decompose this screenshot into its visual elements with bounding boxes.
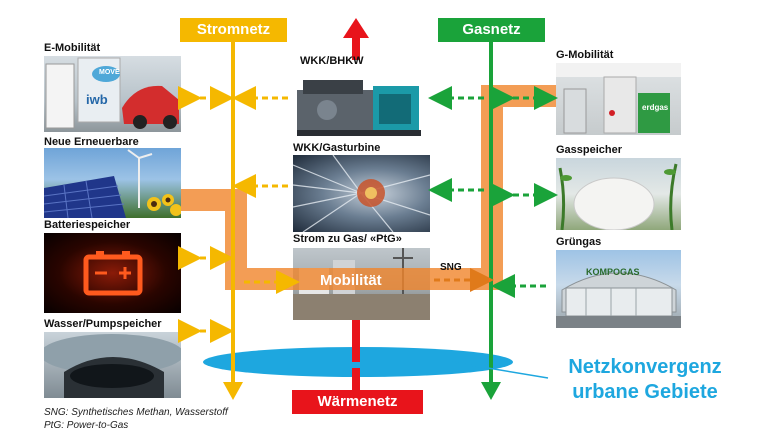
- renewables-photo: [44, 148, 181, 218]
- gas-turbine-photo: [293, 155, 430, 232]
- label-power-to-gas: Strom zu Gas/ «PtG»: [293, 233, 402, 245]
- mobility-label: Mobilität: [320, 272, 382, 289]
- convergence-title: Netzkonvergenz urbane Gebiete: [545, 355, 745, 405]
- erdgas-sign-text: erdgas: [642, 103, 669, 112]
- renewables-illustration: [44, 149, 181, 218]
- battery-photo: [44, 233, 181, 313]
- convergence-connector: [451, 361, 549, 379]
- gas-turbine-illustration: [293, 155, 430, 232]
- footnote-sng: SNG: Synthetisches Methan, Wasserstoff: [44, 407, 228, 418]
- label-new-renewables: Neue Erneuerbare: [44, 136, 139, 148]
- mobility-band: [181, 85, 556, 290]
- gas-storage-illustration: [558, 163, 678, 230]
- battery-icon: [83, 251, 143, 296]
- center-gas-arrows: [428, 86, 484, 202]
- label-battery-storage: Batteriespeicher: [44, 219, 131, 231]
- e-mobility-photo: iwb MOVE: [44, 56, 181, 132]
- g-mobility-photo: erdgas: [556, 63, 681, 135]
- sng-label: SNG: [440, 262, 462, 273]
- footnote-ptg: PtG: Power-to-Gas: [44, 420, 129, 431]
- pump-storage-photo: [44, 332, 181, 398]
- label-g-mobility: G-Mobilität: [556, 49, 614, 61]
- chp-engine-photo: [293, 60, 430, 138]
- waermenetz-header: Wärmenetz: [292, 390, 423, 414]
- gasnetz-header: Gasnetz: [438, 18, 545, 42]
- green-gas-plant-illustration: [556, 272, 681, 328]
- center-electricity-arrows: [232, 86, 300, 294]
- pump-storage-illustration: [44, 334, 181, 398]
- stromnetz-header: Stromnetz: [180, 18, 287, 42]
- convergence-line-1: Netzkonvergenz: [568, 356, 722, 378]
- left-electricity-arrows: [178, 86, 234, 343]
- heat-network-line: [343, 18, 369, 390]
- move-logo-text: MOVE: [99, 69, 120, 76]
- label-gas-storage: Gasspeicher: [556, 144, 623, 156]
- label-e-mobility: E-Mobilität: [44, 42, 101, 54]
- gas-storage-photo: [556, 158, 681, 230]
- kompogas-sign-text: KOMPOGAS: [586, 267, 640, 277]
- chp-engine-illustration: [297, 80, 421, 136]
- iwb-logo-text: iwb: [86, 92, 108, 107]
- label-green-gas: Grüngas: [556, 236, 602, 248]
- gas-station-illustration: [556, 63, 681, 134]
- label-chp: WKK/BHKW: [300, 55, 364, 67]
- right-gas-arrows: [491, 86, 558, 298]
- label-pump-storage: Wasser/Pumpspeicher: [44, 318, 162, 330]
- green-gas-photo: KOMPOGAS: [556, 250, 681, 328]
- e-mobility-illustration: [45, 57, 179, 129]
- convergence-line-2: urbane Gebiete: [572, 381, 718, 403]
- label-gas-turbine: WKK/Gasturbine: [293, 142, 381, 154]
